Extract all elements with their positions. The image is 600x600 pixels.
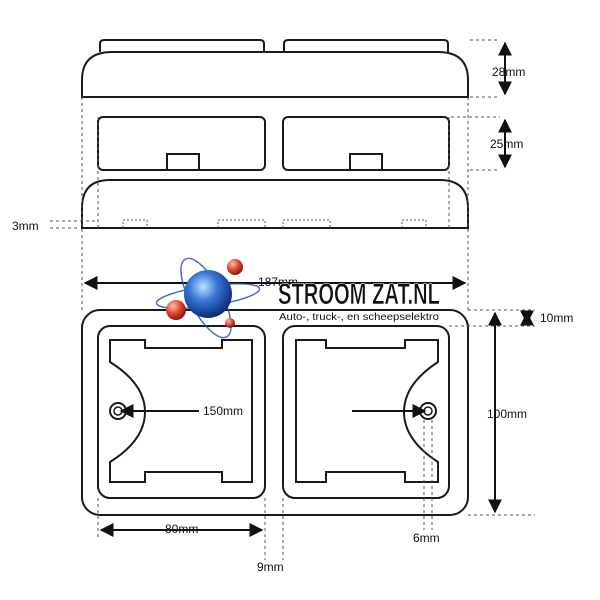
extension-lines (50, 39, 535, 560)
label-9mm: 9mm (257, 560, 284, 574)
dimension-arrows (83, 41, 534, 537)
frame-block-right (282, 116, 450, 171)
top-cover-view (81, 39, 469, 98)
label-25mm: 25mm (490, 137, 523, 151)
cell-right-outline (282, 325, 450, 499)
cell-left-inner (109, 339, 253, 483)
logo-ball-icon (225, 318, 235, 328)
logo-globe-icon (184, 270, 232, 318)
base-rail (81, 179, 469, 229)
label-187mm: 187mm (258, 275, 298, 289)
latch-left (166, 153, 200, 171)
logo-ball-icon (227, 259, 243, 275)
front-view (81, 309, 469, 516)
label-6mm: 6mm (413, 531, 440, 545)
logo-ball-icon (166, 300, 186, 320)
base-rail-notches (122, 219, 427, 228)
frame-view (81, 116, 469, 229)
label-100mm: 100mm (487, 407, 527, 421)
cover-tab-left (99, 39, 265, 52)
logo-tagline: Auto-, truck-, en scheepselektro (279, 311, 439, 323)
cover-tab-right (283, 39, 449, 52)
label-10mm: 10mm (540, 311, 573, 325)
label-28mm: 28mm (492, 65, 525, 79)
frame-block-left (97, 116, 266, 171)
label-150mm: 150mm (203, 404, 243, 418)
cell-left-outline (97, 325, 266, 499)
label-80mm: 80mm (165, 522, 198, 536)
stroomzat-logo: STROOM ZAT.NL Auto-, truck-, en scheepse… (155, 257, 440, 339)
cover-body (81, 51, 469, 98)
label-3mm: 3mm (12, 219, 39, 233)
latch-right (349, 153, 383, 171)
logo-wordmark: STROOM ZAT.NL (278, 278, 440, 311)
outer-frame (81, 309, 469, 516)
dimension-labels: 28mm 25mm 3mm 187mm 10mm 150mm 100mm 80m… (12, 65, 573, 574)
